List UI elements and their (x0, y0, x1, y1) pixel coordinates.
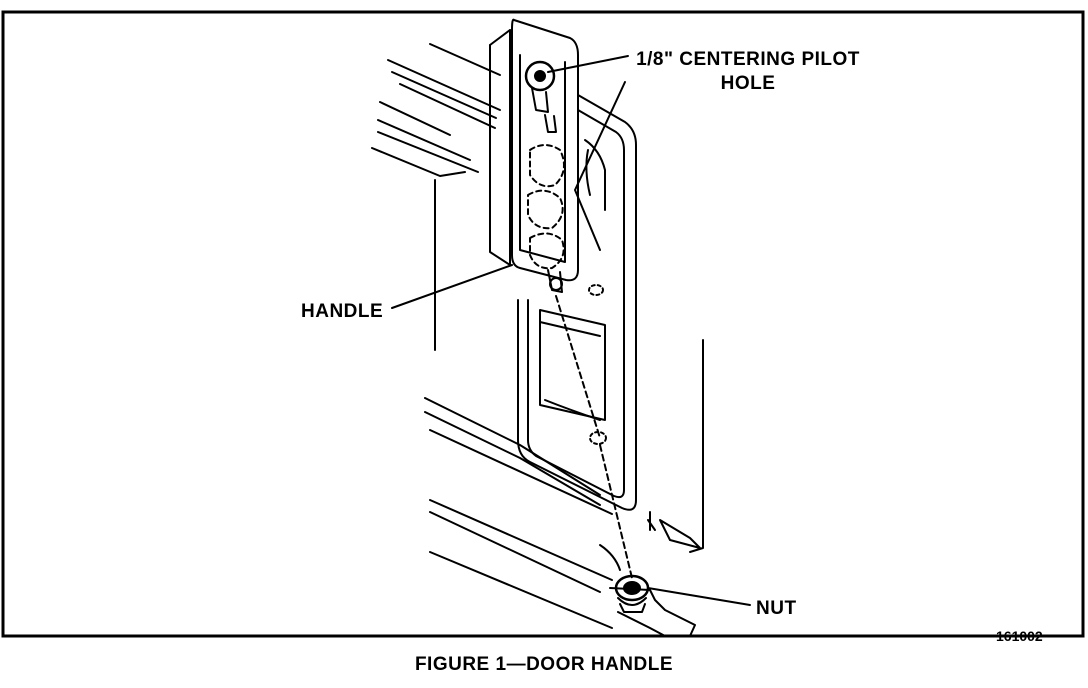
nut-assembly (599, 519, 701, 637)
leader-lines (391, 55, 751, 606)
centering-pilot-hole-label-line2: HOLE (720, 73, 776, 94)
handle-label: HANDLE (301, 301, 384, 322)
figure-id: 161002 (996, 628, 1043, 644)
centering-pilot-hole-label-line1: 1/8" CENTERING PILOT (636, 49, 860, 70)
figure-border (1, 10, 1085, 638)
centering-pilot-hole-label: 1/8" CENTERING PILOT HOLE (628, 48, 868, 96)
nut-label: NUT (756, 598, 797, 619)
door-body-lines (371, 43, 704, 629)
door-recess (517, 94, 637, 511)
handle-assembly (489, 18, 579, 293)
figure-caption: FIGURE 1—DOOR HANDLE (414, 654, 674, 675)
